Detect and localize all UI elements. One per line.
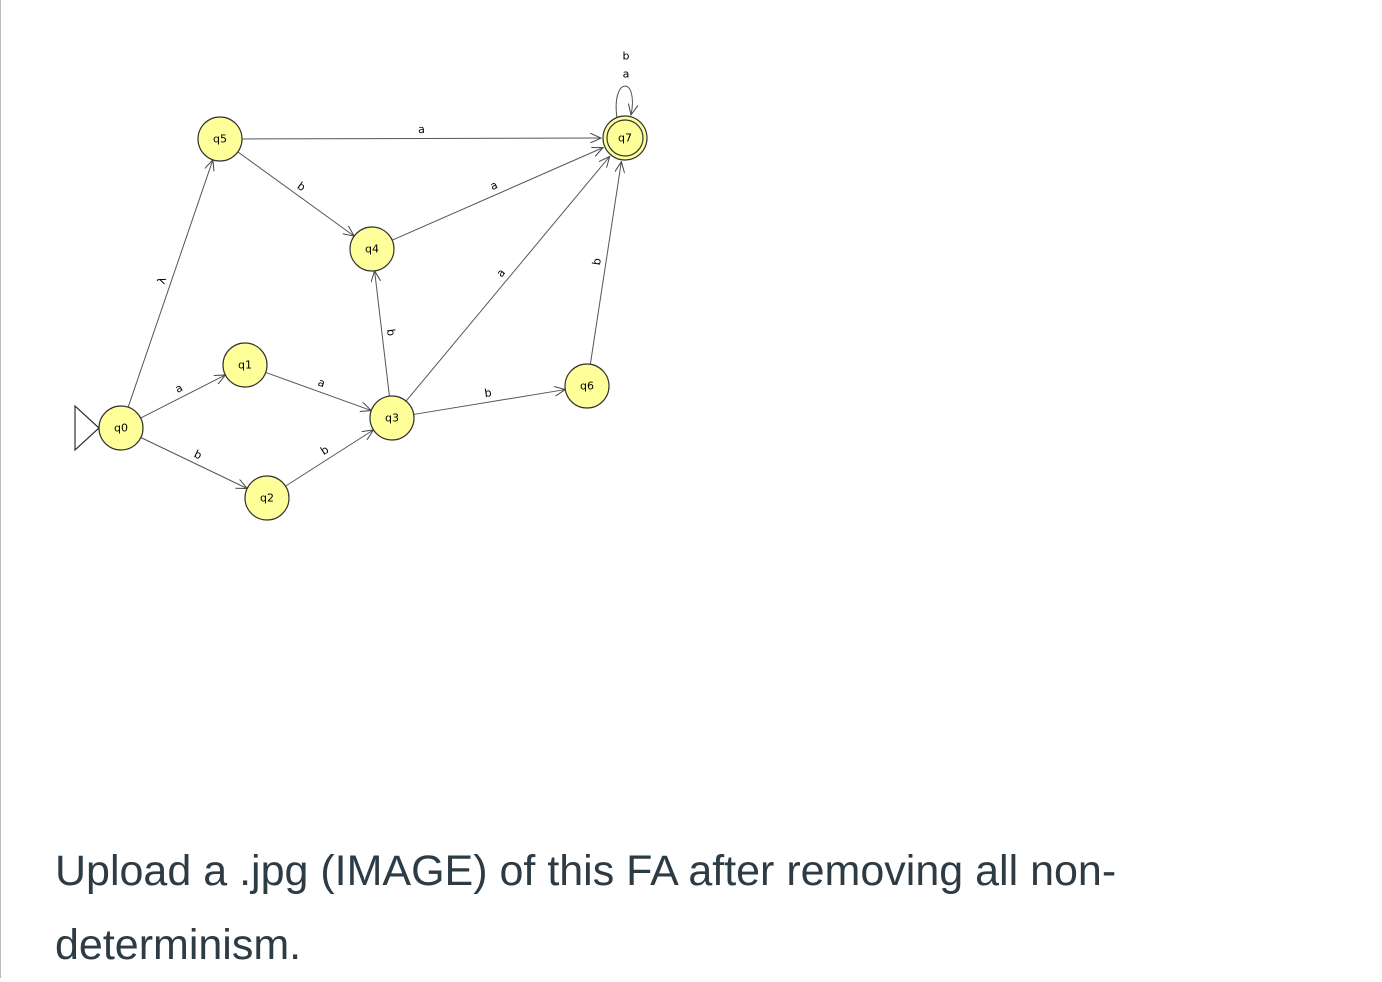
final-state-ring (606, 119, 644, 157)
question-text: Upload a .jpg (IMAGE) of this FA after r… (55, 847, 1117, 969)
transition-q4-q7 (391, 148, 603, 241)
transition-q3-q7 (405, 156, 610, 402)
transition-q3-q6 (413, 390, 566, 415)
state-q0: q0 (74, 404, 144, 452)
transition-label: b (484, 386, 493, 400)
state-circle (369, 395, 415, 441)
transition-q5-q4 (237, 151, 354, 236)
transition-label: b (623, 50, 630, 63)
state-label: q6 (580, 380, 594, 393)
state-q2: q2 (244, 475, 290, 521)
transition-label: b (384, 328, 398, 336)
state-label: q5 (213, 133, 227, 146)
transition-label: b (590, 257, 604, 266)
state-circle (244, 475, 290, 521)
initial-state-marker (74, 404, 100, 452)
transition-label: b (318, 443, 331, 458)
state-label: q1 (238, 359, 252, 372)
transition-q5-q7 (241, 138, 601, 139)
transition-q0-q5 (127, 160, 213, 408)
state-q4: q4 (349, 226, 395, 272)
transition-q7-q7 (615, 85, 632, 119)
state-circle (349, 226, 395, 272)
state-q7: q7 (602, 115, 648, 161)
state-circle (564, 363, 610, 409)
transition-label: a (623, 68, 630, 81)
state-label: q3 (385, 412, 399, 425)
state-circle (602, 115, 648, 161)
transition-q2-q3 (285, 430, 374, 487)
transition-label: b (192, 448, 204, 463)
transition-q0-q2 (140, 437, 247, 489)
transition-q1-q3 (265, 371, 372, 410)
state-q6: q6 (564, 363, 610, 409)
transition-q6-q7 (589, 162, 621, 365)
transition-label: a (316, 376, 327, 391)
transition-label: b (295, 179, 308, 194)
transition-label: a (488, 178, 499, 193)
transition-label: a (173, 381, 185, 396)
transition-label: a (418, 123, 425, 136)
state-label: q4 (365, 243, 379, 256)
state-q5: q5 (197, 116, 243, 162)
state-q1: q1 (222, 342, 268, 388)
state-circle (197, 116, 243, 162)
transition-label: a (494, 266, 508, 280)
transition-label: λ (155, 275, 170, 286)
transition-q3-q4 (375, 271, 390, 397)
states: q0 q1 q2 q3 q4 q5 q6 q7 (74, 115, 648, 521)
state-label: q2 (260, 492, 274, 505)
state-circle (98, 405, 144, 451)
state-circle (222, 342, 268, 388)
state-q3: q3 (369, 395, 415, 441)
state-label: q0 (114, 422, 128, 435)
transition-q0-q1 (140, 375, 226, 419)
state-label: q7 (618, 132, 632, 145)
